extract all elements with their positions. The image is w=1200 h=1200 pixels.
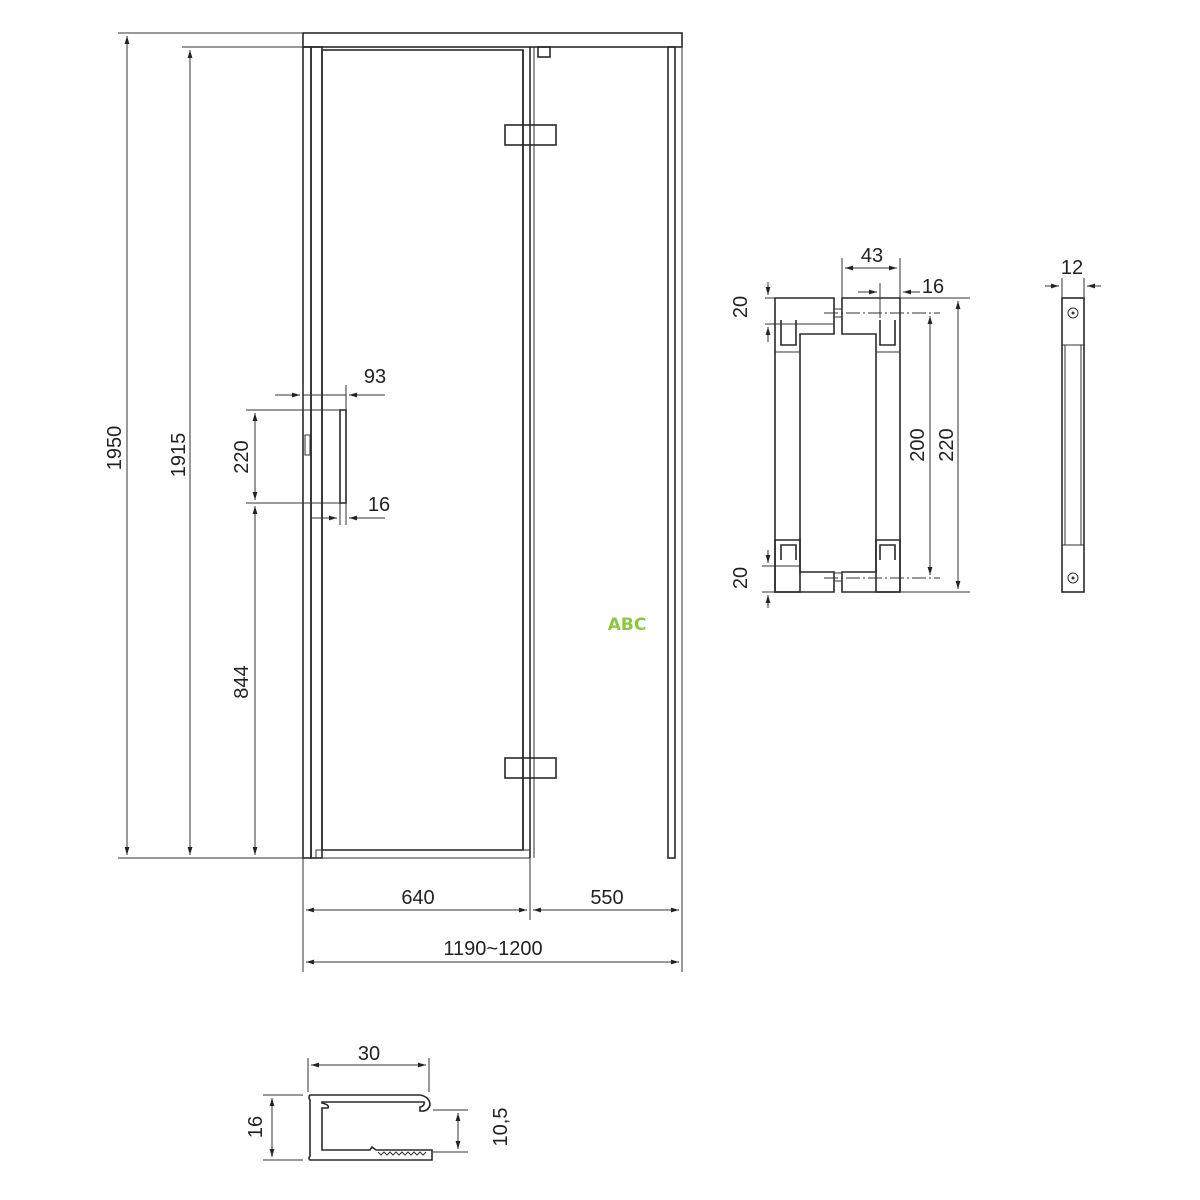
dim-640: 640 <box>401 887 434 909</box>
wall-profile-section: 30 16 10,5 <box>245 1043 512 1161</box>
dim-220-handle: 220 <box>231 440 253 473</box>
dim-30: 30 <box>358 1043 380 1065</box>
dim-10-5: 10,5 <box>490 1108 512 1147</box>
dim-1915: 1915 <box>168 433 190 478</box>
dim-1950: 1950 <box>104 426 126 471</box>
dim-43: 43 <box>861 245 883 267</box>
dim-20-top: 20 <box>730 296 752 318</box>
dim-93: 93 <box>364 366 386 388</box>
dim-16-profile: 16 <box>245 1116 267 1138</box>
door-bottom-frame <box>315 849 531 859</box>
dim-12: 12 <box>1061 257 1083 279</box>
dim-550: 550 <box>590 887 623 909</box>
handle-detail: 43 16 20 20 200 220 <box>730 245 970 608</box>
handle-side-view: 12 <box>1045 257 1101 593</box>
watermark: ABC <box>608 615 647 635</box>
door-handle <box>339 409 347 504</box>
door-left-frame <box>310 46 323 859</box>
dim-844: 844 <box>231 665 253 698</box>
dim-16-handle-depth: 16 <box>922 276 944 298</box>
dim-1190-1200: 1190~1200 <box>443 938 542 960</box>
front-dimensions: 1950 1915 220 844 93 16 640 550 1190~120… <box>104 32 683 972</box>
shower-door-front-view: ABC <box>302 32 683 859</box>
dim-16-handle: 16 <box>368 494 390 516</box>
top-bracket <box>537 46 551 58</box>
dim-220-overall: 220 <box>936 428 958 461</box>
dim-20-bottom: 20 <box>730 567 752 589</box>
dim-200: 200 <box>907 428 929 461</box>
door-glass <box>321 49 524 851</box>
right-fixed-post <box>667 46 676 859</box>
top-rail <box>302 32 683 48</box>
